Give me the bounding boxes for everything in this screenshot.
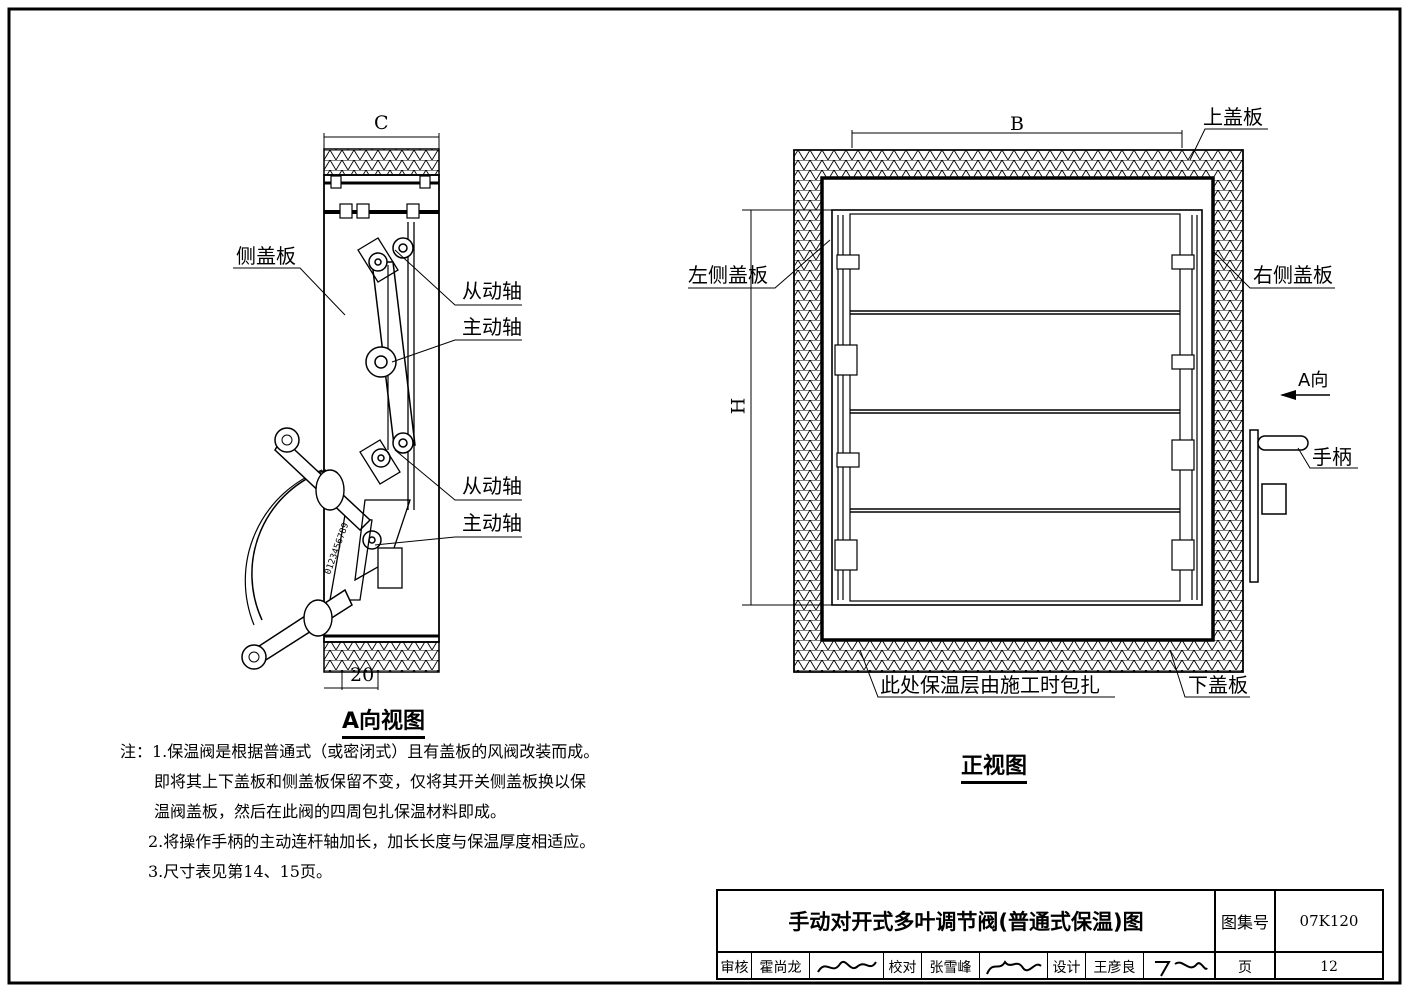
atlas-number: 07K120 [1276,891,1382,953]
notes: 注：1.保温阀是根据普通式（或密闭式）且有盖板的风阀改装而成。 即将其上下盖板和… [120,737,599,887]
page-number: 12 [1320,958,1338,975]
note-line-5: 3.尺寸表见第14、15页。 [148,862,332,881]
side-view-title: A向视图 [342,703,426,739]
signature-mark [1155,960,1208,976]
drive-shaft-label-2: 主动轴 [462,511,522,535]
review-label: 审核 [718,953,752,980]
note-line-4: 2.将操作手柄的主动连杆轴加长，加长长度与保温厚度相适应。 [148,832,596,851]
page-label: 页 [1216,953,1276,980]
signature-mark [985,959,1042,974]
front-insulation-frame [793,149,1244,673]
side-top-insulation [323,148,440,176]
svg-text:0123456789: 0123456789 [323,522,351,576]
dim-20-label: 20 [350,664,375,686]
driven-shaft-label-2: 从动轴 [462,474,522,498]
a-direction-label: A向 [1298,370,1329,391]
reviewer-signature [810,953,884,980]
note-line-2: 即将其上下盖板和侧盖板保留不变，仅将其开关侧盖板换以保 [154,772,587,791]
note-line-3: 温阀盖板，然后在此阀的四周包扎保温材料即成。 [154,802,507,821]
side-body [323,174,440,643]
reviewer-name: 霍尚龙 [752,953,810,980]
handle-label: 手柄 [1312,445,1352,469]
atlas-label: 图集号 [1216,891,1276,953]
front-view-title: 正视图 [961,748,1028,784]
right-cover-label: 右侧盖板 [1253,263,1333,287]
driven-shaft-label-1: 从动轴 [462,279,522,303]
designer-signature [1144,953,1216,980]
drive-shaft-label-1: 主动轴 [462,315,522,339]
checker-signature [980,953,1048,980]
title-block: 手动对开式多叶调节阀(普通式保温)图 图集号 07K120 审核 霍尚龙 校对 … [716,889,1384,980]
bottom-cover-label: 下盖板 [1188,673,1248,697]
checker-name: 张雪峰 [922,953,980,980]
left-cover-label: 左侧盖板 [688,263,768,287]
drawing-title: 手动对开式多叶调节阀(普通式保温)图 [718,891,1216,953]
check-label: 校对 [884,953,922,980]
insulation-note-label: 此处保温层由施工时包扎 [880,673,1100,697]
side-cover-label: 侧盖板 [236,244,296,268]
side-view: 0123456789 [233,133,522,690]
side-bottom-insulation [323,641,440,673]
top-cover-label: 上盖板 [1203,105,1263,129]
sheet-border [7,7,1402,985]
design-label: 设计 [1048,953,1086,980]
designer-name: 王彦良 [1086,953,1144,980]
dim-c-label: C [374,112,389,134]
dim-b-label: B [1010,113,1024,135]
signature-mark [816,960,877,973]
note-line-1: 注：1.保温阀是根据普通式（或密闭式）且有盖板的风阀改装而成。 [120,742,600,761]
dim-h-label: H [727,397,750,415]
front-view [688,128,1358,698]
